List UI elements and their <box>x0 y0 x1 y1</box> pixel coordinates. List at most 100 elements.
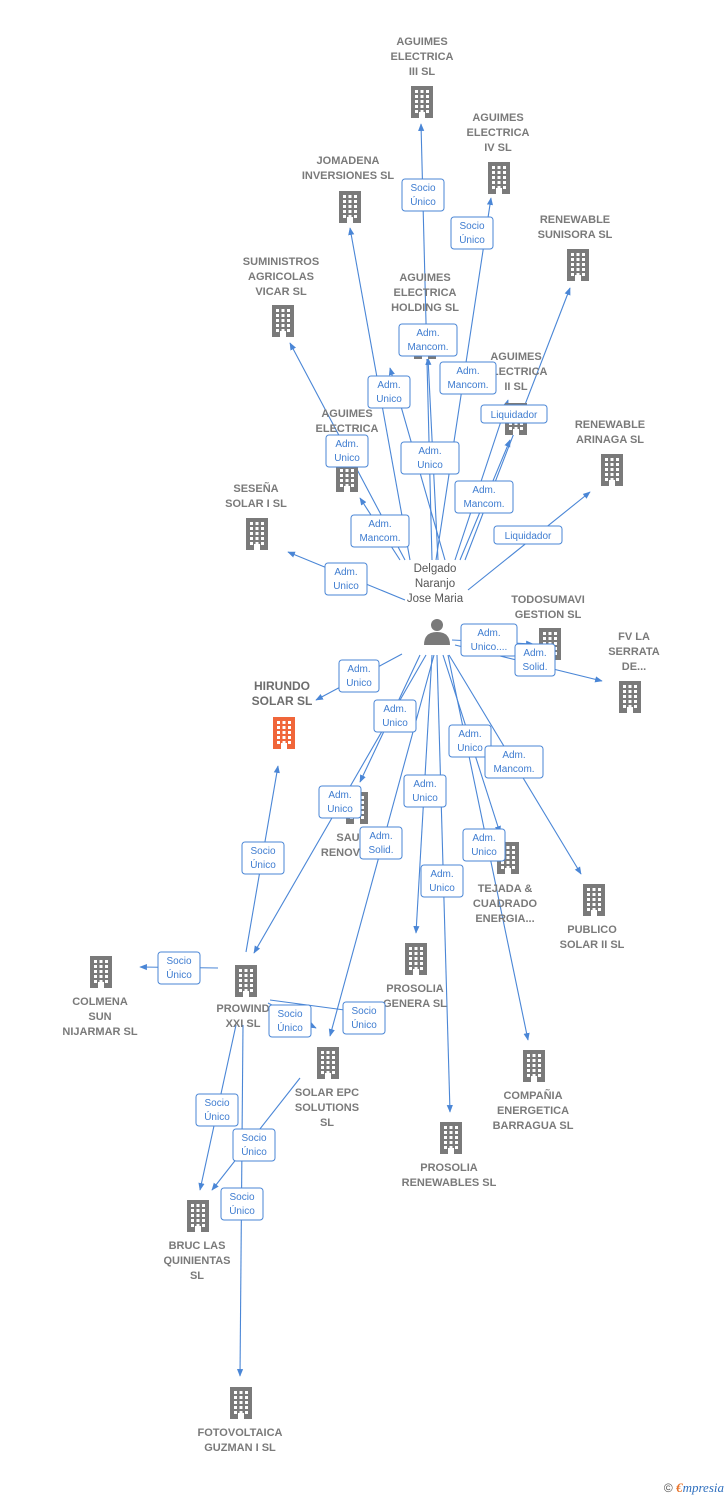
edge-role-text: Único <box>166 968 192 981</box>
building-icon[interactable] <box>235 965 257 997</box>
building-icon[interactable] <box>246 518 268 550</box>
edge-role-label[interactable]: Adm.Unico <box>400 441 460 475</box>
edge-role-label[interactable]: Adm.Unico.... <box>460 623 518 657</box>
building-door <box>354 818 360 824</box>
building-icon[interactable] <box>230 1387 252 1419</box>
building-icon[interactable] <box>583 884 605 916</box>
edge-role-label[interactable]: Adm.Unico <box>367 375 411 409</box>
building-icon[interactable] <box>336 460 358 492</box>
edge-role-label[interactable]: Adm.Mancom. <box>439 361 497 395</box>
building-icon[interactable] <box>90 956 112 988</box>
edge-role-label[interactable]: Adm.Mancom. <box>350 514 410 548</box>
edge-role-label[interactable]: Adm.Unico <box>420 864 464 898</box>
node-fvserrata[interactable]: FV LASERRATADE... <box>608 631 660 713</box>
edge-role-label[interactable]: Adm.Unico <box>403 774 447 808</box>
edge-role-text: Unico <box>333 581 359 592</box>
building-window <box>503 166 506 169</box>
building-icon[interactable] <box>339 191 361 223</box>
building-window <box>571 273 574 276</box>
edge-role-label[interactable]: Adm.Unico <box>318 785 362 819</box>
edge-role-label[interactable]: Adm.Solid. <box>359 826 403 860</box>
edge-role-label[interactable]: Liquidador <box>480 404 548 424</box>
brand-logo[interactable]: €mpresia <box>676 1480 724 1495</box>
edge-role-text: Mancom. <box>447 380 488 391</box>
building-window <box>444 1141 447 1144</box>
person-icon[interactable] <box>424 619 450 645</box>
edge-role-label[interactable]: Adm.Mancom. <box>454 480 514 514</box>
building-window <box>105 965 108 968</box>
node-label: PROWIND <box>216 1003 269 1015</box>
building-window <box>250 979 253 982</box>
edge-role-label[interactable]: Adm.Unico <box>373 699 417 733</box>
node-label: SUNISORA SL <box>538 229 613 241</box>
edge-role-label[interactable]: Adm.Unico <box>325 434 369 468</box>
building-icon[interactable] <box>187 1200 209 1232</box>
building-icon[interactable] <box>440 1122 462 1154</box>
building-icon[interactable] <box>405 943 427 975</box>
edge-role-box <box>241 841 285 875</box>
node-tejada[interactable]: TEJADA &CUADRADOENERGIA... <box>473 842 538 925</box>
building-window <box>592 908 596 911</box>
building-icon[interactable] <box>567 249 589 281</box>
edge-role-label[interactable]: Adm.Unico <box>462 828 506 862</box>
building-icon[interactable] <box>523 1050 545 1082</box>
edge-role-text: Unico <box>471 847 497 858</box>
building-window <box>326 1051 330 1054</box>
building-window <box>239 1391 243 1394</box>
node-label: TEJADA & <box>478 883 533 895</box>
edge-role-label[interactable]: Adm.Mancom. <box>398 323 458 357</box>
building-icon[interactable] <box>273 717 295 749</box>
building-icon[interactable] <box>272 305 294 337</box>
edge-role-label[interactable]: Adm.Solid. <box>514 643 556 677</box>
node-label: INVERSIONES SL <box>302 170 395 182</box>
node-label: BRUC LAS <box>169 1240 226 1252</box>
building-icon[interactable] <box>488 162 510 194</box>
edge-role-label[interactable]: Liquidador <box>493 525 563 545</box>
node-label: IV SL <box>484 142 512 154</box>
edge-role-label[interactable]: Adm.Unico <box>448 724 492 758</box>
building-window <box>321 1061 324 1064</box>
building-icon[interactable] <box>411 86 433 118</box>
edge-role-label[interactable]: Adm.Unico <box>324 562 368 596</box>
building-icon[interactable] <box>317 1047 339 1079</box>
building-icon[interactable] <box>601 454 623 486</box>
building-window <box>509 427 512 430</box>
building-window <box>598 903 601 906</box>
building-window <box>444 1136 447 1139</box>
building-door <box>609 480 615 486</box>
edge-role-label[interactable]: Adm.Mancom. <box>484 745 544 779</box>
node-label: ELECTRICA <box>316 423 379 435</box>
building-window <box>105 975 108 978</box>
building-icon[interactable] <box>619 681 641 713</box>
edge-role-label[interactable]: Adm.Unico <box>338 659 380 693</box>
node-label: ELECTRICA <box>394 287 457 299</box>
